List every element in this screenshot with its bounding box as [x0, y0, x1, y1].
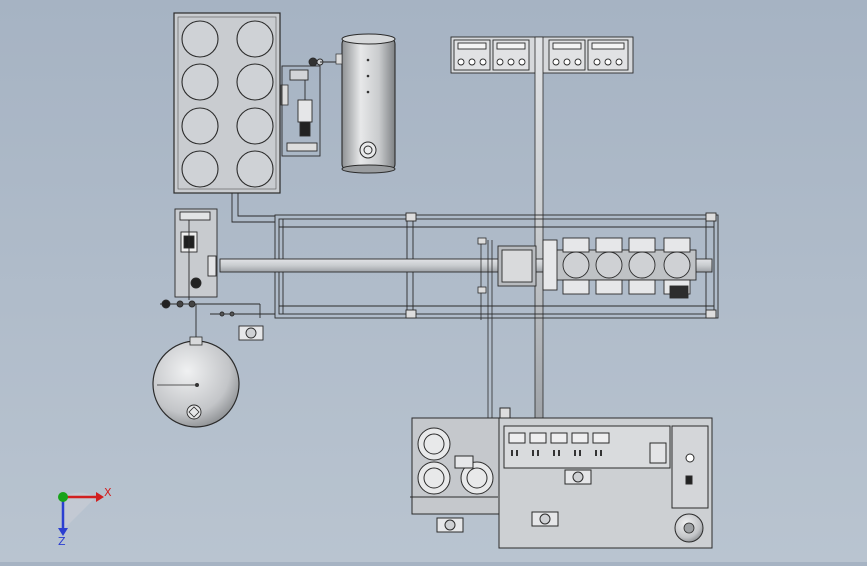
control-cabinet[interactable] — [410, 407, 713, 549]
fan-4 — [236, 63, 274, 101]
control-panel-4 — [587, 39, 629, 71]
axis-z-label: Z — [58, 535, 66, 548]
breaker-4 — [571, 432, 589, 444]
fan-7 — [181, 150, 219, 188]
motor-unit-1 — [564, 469, 592, 485]
gauges — [417, 427, 494, 495]
feed-piping — [160, 299, 275, 340]
drive-unit-5 — [542, 239, 558, 291]
drive-unit-3 — [628, 237, 656, 295]
fan-8 — [236, 150, 274, 188]
control-panel-2 — [492, 39, 530, 71]
coolant-pipe — [231, 193, 275, 223]
fan-3 — [181, 63, 219, 101]
cooling-unit[interactable] — [173, 12, 289, 194]
motor-unit-3 — [436, 517, 464, 533]
pump-small[interactable] — [238, 325, 264, 341]
gauge-3 — [460, 461, 494, 495]
control-knob[interactable] — [674, 513, 704, 543]
breaker-5 — [592, 432, 610, 444]
drive-units[interactable] — [497, 237, 697, 299]
support-mast — [534, 36, 544, 428]
gauge-2 — [417, 461, 451, 495]
axis-x-label: X — [104, 486, 112, 499]
drive-unit-2 — [595, 237, 623, 295]
breaker-2 — [529, 432, 547, 444]
valve-assembly-left[interactable] — [174, 208, 218, 300]
round-tank[interactable] — [152, 336, 240, 428]
fan-grid — [181, 20, 274, 188]
drive-unit-1 — [562, 237, 590, 295]
motor-unit-2 — [531, 511, 559, 527]
gauge-1 — [417, 427, 451, 461]
breaker-3 — [550, 432, 568, 444]
air-tank[interactable] — [335, 33, 396, 174]
control-panel-1 — [453, 39, 491, 71]
fan-1 — [181, 20, 219, 58]
fan-2 — [236, 20, 274, 58]
breaker-row — [508, 432, 610, 444]
control-panel-3 — [548, 39, 586, 71]
valve-assembly-upper[interactable] — [281, 57, 338, 157]
breaker-1 — [508, 432, 526, 444]
fan-5 — [181, 107, 219, 145]
fan-6 — [236, 107, 274, 145]
axis-triad: X Z — [58, 486, 112, 548]
